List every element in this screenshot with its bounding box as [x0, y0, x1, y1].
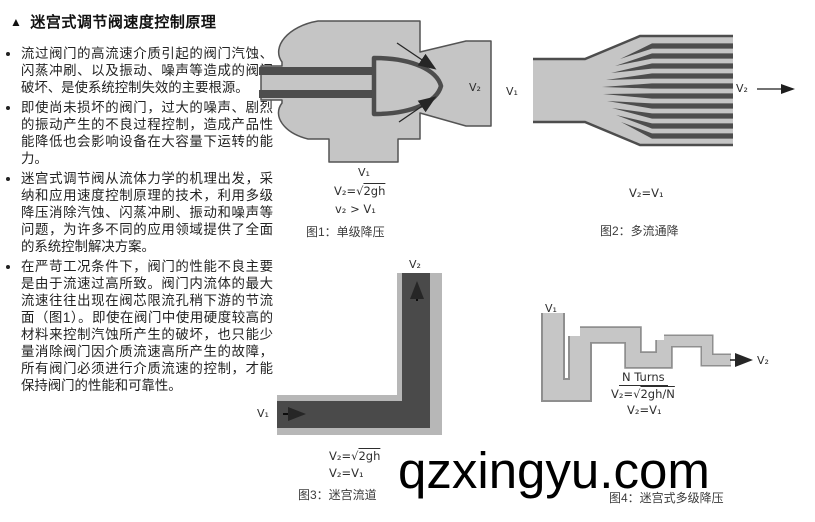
- fig1-v2-label: V₂: [469, 81, 481, 94]
- fig3-formula-1: V₂=√2gh: [329, 449, 381, 463]
- inlet-pipe-lower-wall: [259, 90, 375, 98]
- inlet-pipe-upper-wall: [259, 67, 375, 75]
- lower-boundary-line: [533, 120, 733, 147]
- fig3-labyrinth-channel-diagram: [277, 273, 442, 435]
- fig2-v1-label: V₁: [506, 85, 518, 98]
- channel-segment-2: [580, 328, 671, 367]
- fig4-formula-1: V₂=√2gh/N: [611, 387, 675, 401]
- fig1-formula-2: v₂ > V₁: [335, 202, 376, 216]
- flow-area-shape: [533, 36, 733, 145]
- channel-outer-shape: [277, 273, 442, 435]
- fig1-single-stage-valve-diagram: [259, 20, 492, 163]
- fig1-v1-label: V₁: [358, 166, 370, 179]
- site-watermark: qzxingyu.com: [398, 442, 710, 499]
- bullet-item: 流过阀门的高流速介质引起的阀门汽蚀、闪蒸冲刷、以及振动、噪声等造成的阀门破坏、是…: [21, 45, 273, 96]
- fig4-v2-label: V₂: [757, 354, 769, 367]
- channel-segment-1: [543, 313, 590, 400]
- flow-arrow-upper: [396, 42, 437, 70]
- fig4-caption: 图4：迷宫式多级降压: [609, 491, 724, 505]
- intro-bullet-list: 流过阀门的高流速介质引起的阀门汽蚀、闪蒸冲刷、以及振动、噪声等造成的阀门破坏、是…: [6, 45, 273, 397]
- fig3-v1-label: V₁: [257, 407, 269, 420]
- divider-stripes: [602, 43, 733, 139]
- fig1-caption: 图1：单级降压: [306, 225, 385, 239]
- channel-inner-shape: [277, 273, 430, 428]
- fig4-v1-label: V₁: [545, 302, 557, 315]
- fig1-formula-1: V₂=√2gh: [334, 184, 386, 198]
- fig4-n-turns-label: N Turns: [619, 370, 668, 386]
- flow-arrow-lower: [398, 96, 437, 123]
- upper-boundary-line: [533, 34, 733, 61]
- triangle-marker-icon: ▲: [10, 15, 23, 29]
- fig2-formula-1: V₂=V₁: [629, 186, 664, 200]
- fig3-v2-label: V₂: [409, 258, 421, 271]
- fig4-formula-2: V₂=V₁: [627, 403, 662, 417]
- bullet-item: 即使尚未损坏的阀门，过大的噪声、剧烈的振动产生的不良过程控制，造成产品性能降低也…: [21, 99, 273, 167]
- bullet-item: 在严苛工况条件下，阀门的性能不良主要是由于流速过高所致。阀门内流体的最大流速往往…: [21, 258, 273, 394]
- page-title: ▲ 迷宫式调节阀速度控制原理: [10, 11, 216, 32]
- fig2-v2-label: V₂: [736, 82, 748, 95]
- fig2-caption: 图2：多流通降: [600, 224, 679, 238]
- channel-segment-3: [664, 336, 731, 365]
- bullet-item: 迷宫式调节阀从流体力学的机理出发，采纳和应用速度控制原理的技术，利用多级降压消除…: [21, 170, 273, 255]
- fig4-multi-stage-labyrinth-diagram: [541, 313, 753, 402]
- page-title-text: 迷宫式调节阀速度控制原理: [30, 14, 217, 31]
- fig3-caption: 图3：迷宫流道: [298, 488, 377, 502]
- fig2-multi-flow-diagram: [533, 34, 795, 147]
- fig3-formula-2: V₂=V₁: [329, 466, 364, 480]
